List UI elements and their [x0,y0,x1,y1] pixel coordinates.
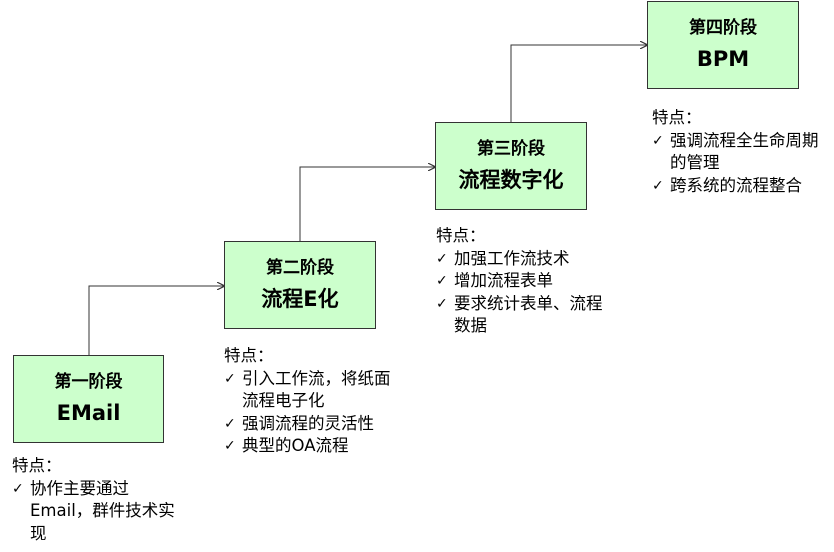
connector-stage3-to-stage4 [510,45,647,122]
stage-2-label: 第二阶段 [266,258,334,278]
stage-4-feature-item: 强调流程全生命周期的管理 [652,130,828,175]
stage-1-box: 第一阶段 EMail [13,355,164,443]
stage-3-feature-item: 加强工作流技术 [436,248,616,271]
connector-stage1-to-stage2 [88,286,224,355]
stage-2-feature-item: 典型的OA流程 [224,435,400,458]
stage-4-features: 特点： 强调流程全生命周期的管理 跨系统的流程整合 [652,107,828,197]
stage-4-features-heading: 特点： [652,108,702,127]
stage-3-features-heading: 特点： [436,226,486,245]
stage-3-features: 特点： 加强工作流技术 增加流程表单 要求统计表单、流程数据 [436,225,616,338]
stage-3-feature-item: 要求统计表单、流程数据 [436,293,616,338]
stage-1-label: 第一阶段 [54,372,123,392]
stage-3-name: 流程数字化 [458,168,564,192]
stage-3-box: 第三阶段 流程数字化 [435,122,587,210]
stage-2-feature-item: 强调流程的灵活性 [224,413,400,436]
stage-4-feature-item: 跨系统的流程整合 [652,175,828,198]
stage-3-feature-item: 增加流程表单 [436,270,616,293]
stage-1-name: EMail [56,401,121,425]
stage-1-features-heading: 特点： [12,456,62,475]
stage-1-feature-item: 协作主要通过Email，群件技术实现 [12,478,180,546]
stage-4-box: 第四阶段 BPM [647,1,799,89]
stage-4-name: BPM [696,47,750,71]
stage-2-feature-item: 引入工作流，将纸面流程电子化 [224,368,400,413]
stage-4-label: 第四阶段 [689,18,757,38]
stage-3-label: 第三阶段 [477,139,545,159]
stage-2-box: 第二阶段 流程E化 [224,241,376,329]
stage-2-features: 特点： 引入工作流，将纸面流程电子化 强调流程的灵活性 典型的OA流程 [224,345,400,458]
stage-2-name: 流程E化 [261,287,339,311]
stage-1-features: 特点： 协作主要通过Email，群件技术实现 [12,455,180,545]
stage-2-features-heading: 特点： [224,346,274,365]
connector-stage2-to-stage3 [299,167,435,241]
